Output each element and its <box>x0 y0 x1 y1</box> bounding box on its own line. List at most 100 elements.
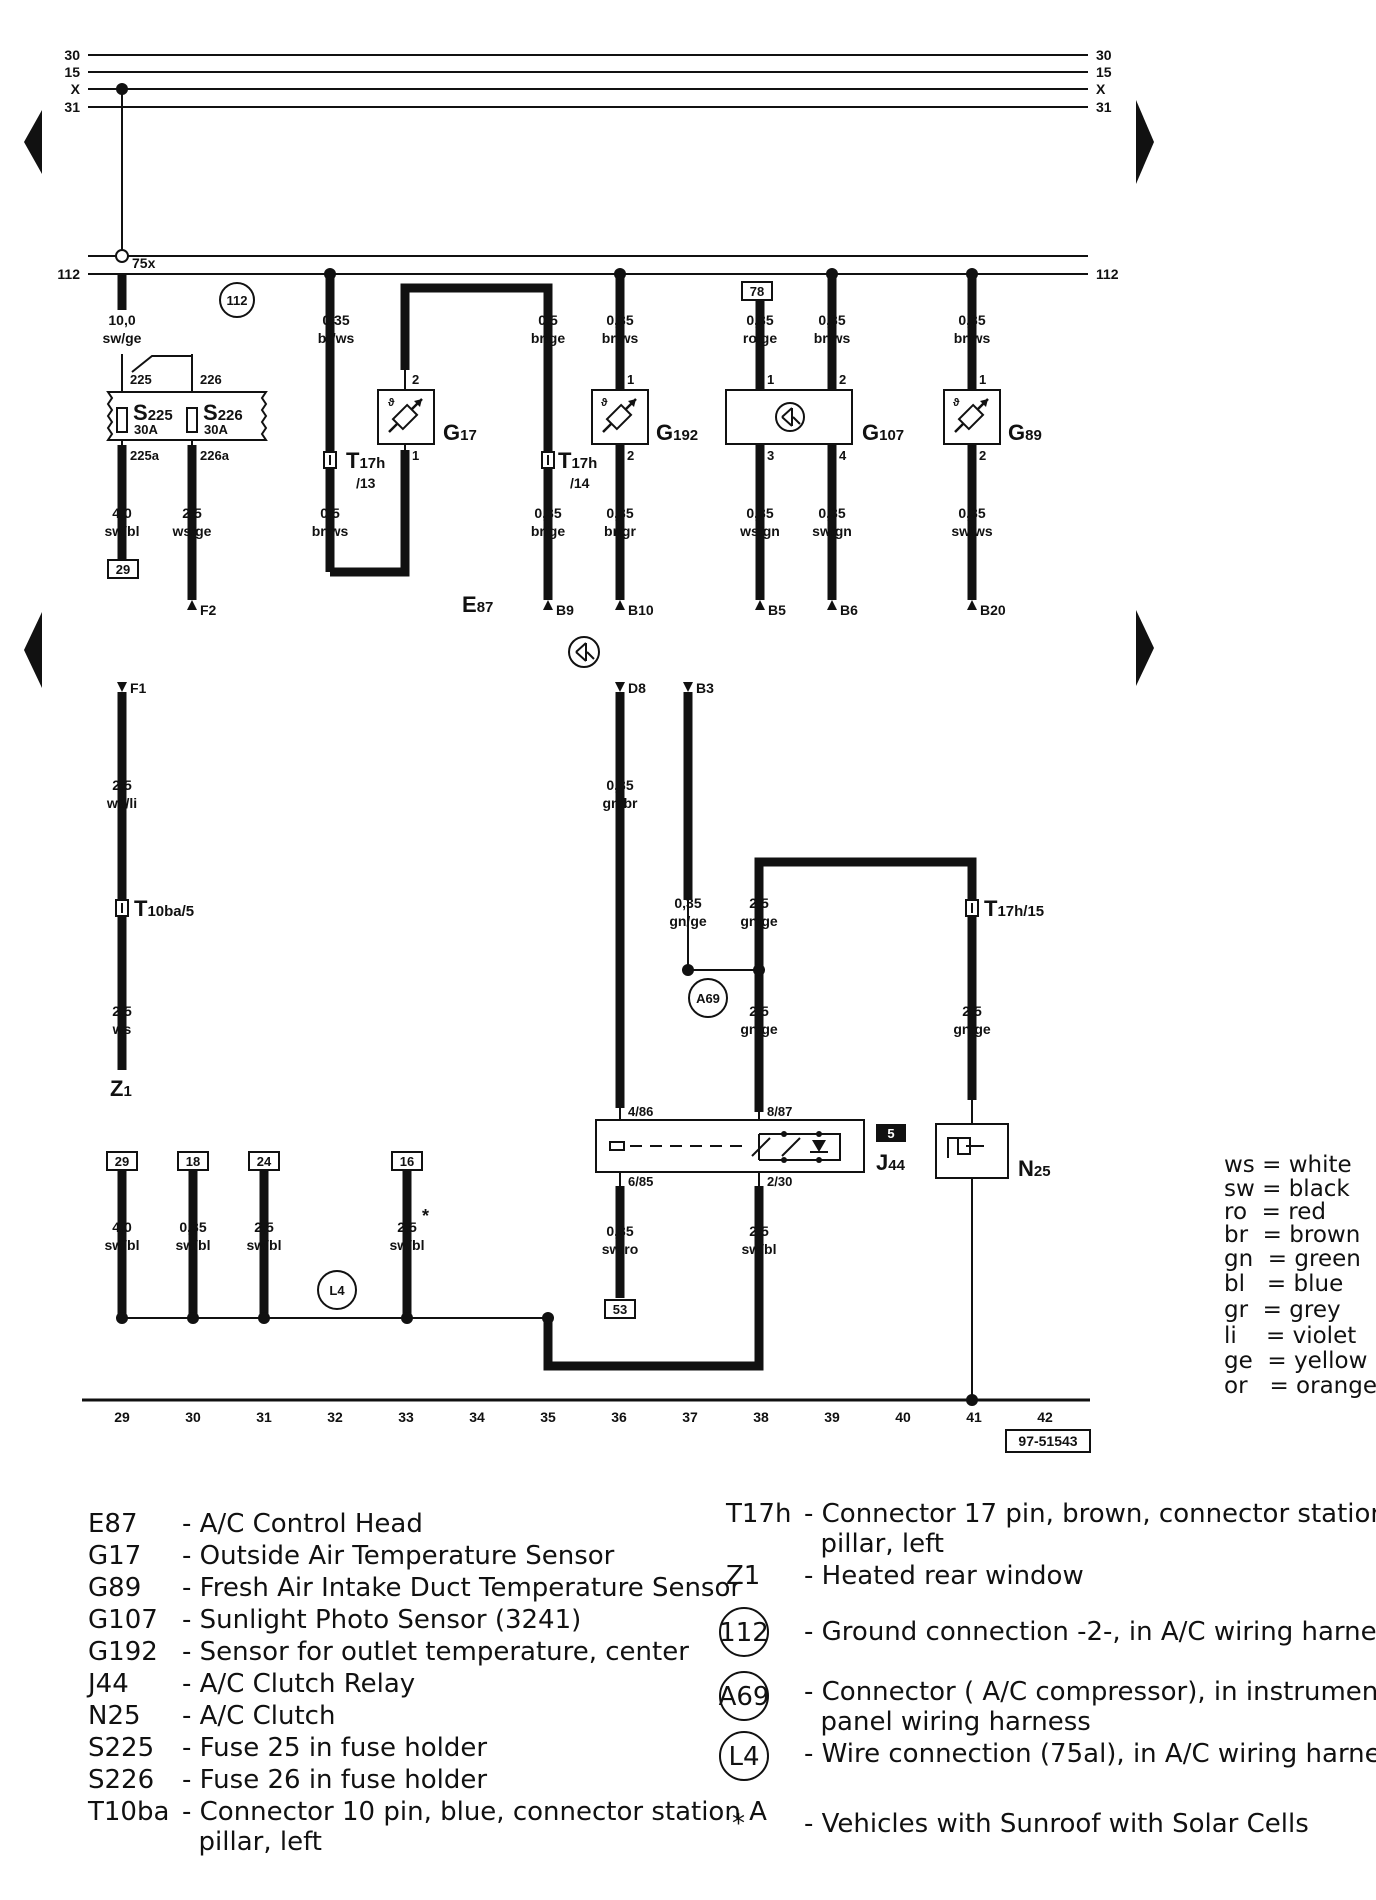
svg-text:2,5: 2,5 <box>749 895 769 911</box>
g107-pin-1: 1 <box>767 372 774 387</box>
svg-text:35: 35 <box>540 1409 556 1425</box>
g17-pin-2: 2 <box>412 372 419 387</box>
g107-pin-2: 2 <box>839 372 846 387</box>
legend-connector-a69-icon <box>719 1671 769 1721</box>
svg-text:gn/ge: gn/ge <box>740 1021 778 1037</box>
relay-pin-2-30: 2/30 <box>767 1174 792 1189</box>
svg-text:br/ws: br/ws <box>814 330 851 346</box>
svg-text:G192: G192 <box>88 1637 158 1667</box>
svg-text:bl = blue: bl = blue <box>1224 1271 1343 1297</box>
svg-text:0,35: 0,35 <box>746 312 773 328</box>
svg-text:- Sensor for outlet temperatur: - Sensor for outlet temperature, center <box>182 1637 689 1667</box>
connector-box-29-label: 29 <box>116 562 130 577</box>
svg-text:0,35: 0,35 <box>746 505 773 521</box>
svg-text:gn/ge: gn/ge <box>740 913 778 929</box>
g107-label: G107 <box>862 420 904 445</box>
svg-text:- A/C Clutch: - A/C Clutch <box>182 1701 335 1731</box>
bottom-box-29: 29 <box>115 1154 129 1169</box>
svg-text:J44: J44 <box>86 1669 129 1699</box>
fuse-s225-icon <box>116 407 128 433</box>
wire-end-dots <box>324 268 978 280</box>
svg-text:0,35: 0,35 <box>818 312 845 328</box>
continue-right-arrow-icon <box>1136 100 1154 184</box>
junction-dot <box>753 964 765 976</box>
svg-text:2,5: 2,5 <box>397 1219 417 1235</box>
svg-text:sw/gn: sw/gn <box>812 523 852 539</box>
connector-a69 <box>688 978 728 1018</box>
svg-text:gn = green: gn = green <box>1224 1246 1361 1272</box>
svg-text:gn/br: gn/br <box>603 795 639 811</box>
svg-text:ϑ: ϑ <box>953 397 960 409</box>
svg-text:0,5: 0,5 <box>538 312 558 328</box>
mid-wire-labels: 4,0 sw/bl 2,5 ws/ge 0,5 br/ws 0,35 br/ge… <box>104 505 992 539</box>
svg-text:sw/bl: sw/bl <box>246 1237 281 1253</box>
svg-text:sw/bl: sw/bl <box>389 1237 424 1253</box>
svg-text:0,5: 0,5 <box>320 505 340 521</box>
svg-text:ro/ge: ro/ge <box>743 330 777 346</box>
page-ref-b10: B10 <box>628 602 654 618</box>
svg-text:2,5: 2,5 <box>112 777 132 793</box>
sensor-g192: ϑ <box>591 389 649 445</box>
component-legend-left: E87 - A/C Control Head G17 - Outside Air… <box>86 1509 767 1857</box>
svg-text:2,5: 2,5 <box>962 1003 982 1019</box>
svg-text:ro = red: ro = red <box>1224 1199 1326 1225</box>
svg-text:ϑ: ϑ <box>388 397 395 409</box>
fuse-pin-225a: 225a <box>130 448 160 463</box>
fuse-s226-name: S226 <box>203 400 243 425</box>
legend-ground-112-icon <box>719 1607 769 1657</box>
fuse-pin-225: 225 <box>130 372 152 387</box>
color-code-legend: ws = white sw = black ro = red br = brow… <box>1224 1152 1376 1399</box>
svg-text:36: 36 <box>611 1409 627 1425</box>
svg-text:32: 32 <box>327 1409 343 1425</box>
bus-label-31-right: 31 <box>1096 99 1112 115</box>
svg-text:G89: G89 <box>88 1573 141 1603</box>
svg-text:- Heated rear window: - Heated rear window <box>804 1561 1084 1591</box>
g192-pin-1: 1 <box>627 372 634 387</box>
junction-75x-label: 75x <box>132 255 156 271</box>
page-ref-arrows-top <box>187 600 977 610</box>
svg-text:30: 30 <box>185 1409 201 1425</box>
page-ref-d8: D8 <box>628 680 646 696</box>
sensor-g89: ϑ <box>943 389 1001 445</box>
svg-text:2,5: 2,5 <box>112 1003 132 1019</box>
top-wire-labels: 10,0 sw/ge 0,35 br/ws 0,5 br/ge 0,35 br/… <box>103 312 991 346</box>
splice-dots <box>116 1312 978 1406</box>
connector-box-29 <box>107 559 139 579</box>
connector-t17h-13-label: T17h <box>346 448 385 473</box>
svg-text:10,0: 10,0 <box>108 312 135 328</box>
g107-pin-3: 3 <box>767 448 774 463</box>
svg-text:E87: E87 <box>88 1509 138 1539</box>
svg-text:0,35: 0,35 <box>606 1223 633 1239</box>
continue-left-arrow-icon <box>24 110 42 174</box>
g192-label: G192 <box>656 420 698 445</box>
sensor-g17: ϑ <box>377 370 435 460</box>
svg-text:0,35: 0,35 <box>606 777 633 793</box>
relay-position-badge-label: 5 <box>887 1126 894 1141</box>
bus-label-31: 31 <box>64 99 80 115</box>
svg-text:4,0: 4,0 <box>112 505 132 521</box>
g89-pin-1: 1 <box>979 372 986 387</box>
photo-sensor-icon <box>775 402 805 432</box>
page-ref-arrows-bottom <box>117 682 693 692</box>
wire-connection-l4 <box>317 1270 357 1310</box>
e87-label: E87 <box>462 592 493 617</box>
fuse-s225-name: S225 <box>133 400 173 425</box>
clutch-n25 <box>935 1100 1009 1400</box>
ground-bus-label-right: 112 <box>1096 266 1119 282</box>
svg-text:0,35: 0,35 <box>322 312 349 328</box>
svg-text:ws = white: ws = white <box>1224 1152 1352 1178</box>
svg-text:ws/li: ws/li <box>106 795 137 811</box>
svg-text:br/ge: br/ge <box>531 523 565 539</box>
g17-label: G17 <box>443 420 477 445</box>
lower-wire-labels: 2,5 ws/li 2,5 ws 0,35 gn/br 0,35 gn/ge 2… <box>106 777 991 1037</box>
bus-label-30-right: 30 <box>1096 47 1112 63</box>
svg-text:N25: N25 <box>88 1701 141 1731</box>
svg-text:T10ba: T10ba <box>87 1797 169 1827</box>
relay-pin-8-87: 8/87 <box>767 1104 792 1119</box>
svg-text:sw/ro: sw/ro <box>602 1241 639 1257</box>
svg-text:br = brown: br = brown <box>1224 1222 1360 1248</box>
svg-text:29: 29 <box>114 1409 130 1425</box>
svg-text:sw/bl: sw/bl <box>175 1237 210 1253</box>
svg-text:ws/gn: ws/gn <box>739 523 780 539</box>
